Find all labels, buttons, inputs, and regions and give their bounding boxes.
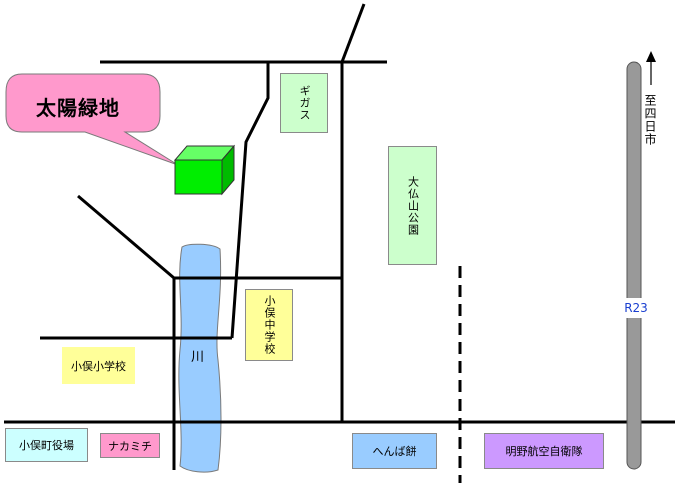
river <box>178 243 222 473</box>
daibutsu-park-label: 大仏山公園 <box>388 146 437 265</box>
callout-title: 太陽緑地 <box>36 96 120 120</box>
direction-label: 至四日市 <box>643 94 657 146</box>
road-network <box>4 3 675 483</box>
henba-mochi-label: へんば餅 <box>352 433 437 469</box>
nakamichi-label: ナカミチ <box>100 433 160 458</box>
omata-elementary-label: 小俣小学校 <box>62 347 135 384</box>
callout-bubble <box>5 73 179 166</box>
road-bending <box>230 62 270 339</box>
akeno-sdf-label: 明野航空自衛隊 <box>484 433 604 469</box>
road-diagonal-ne <box>340 3 366 63</box>
town-office-label: 小俣町役場 <box>5 428 88 462</box>
river-label: 川 <box>191 350 205 365</box>
green-cube-icon <box>173 144 236 196</box>
route-23-road <box>626 61 642 470</box>
omata-junior-high-label: 小俣中学校 <box>245 289 293 361</box>
route-23-label: R23 <box>618 298 654 318</box>
road-diagonal-west <box>77 194 175 280</box>
gigas-label: ギガス <box>280 73 328 133</box>
north-arrow-icon <box>646 51 656 85</box>
